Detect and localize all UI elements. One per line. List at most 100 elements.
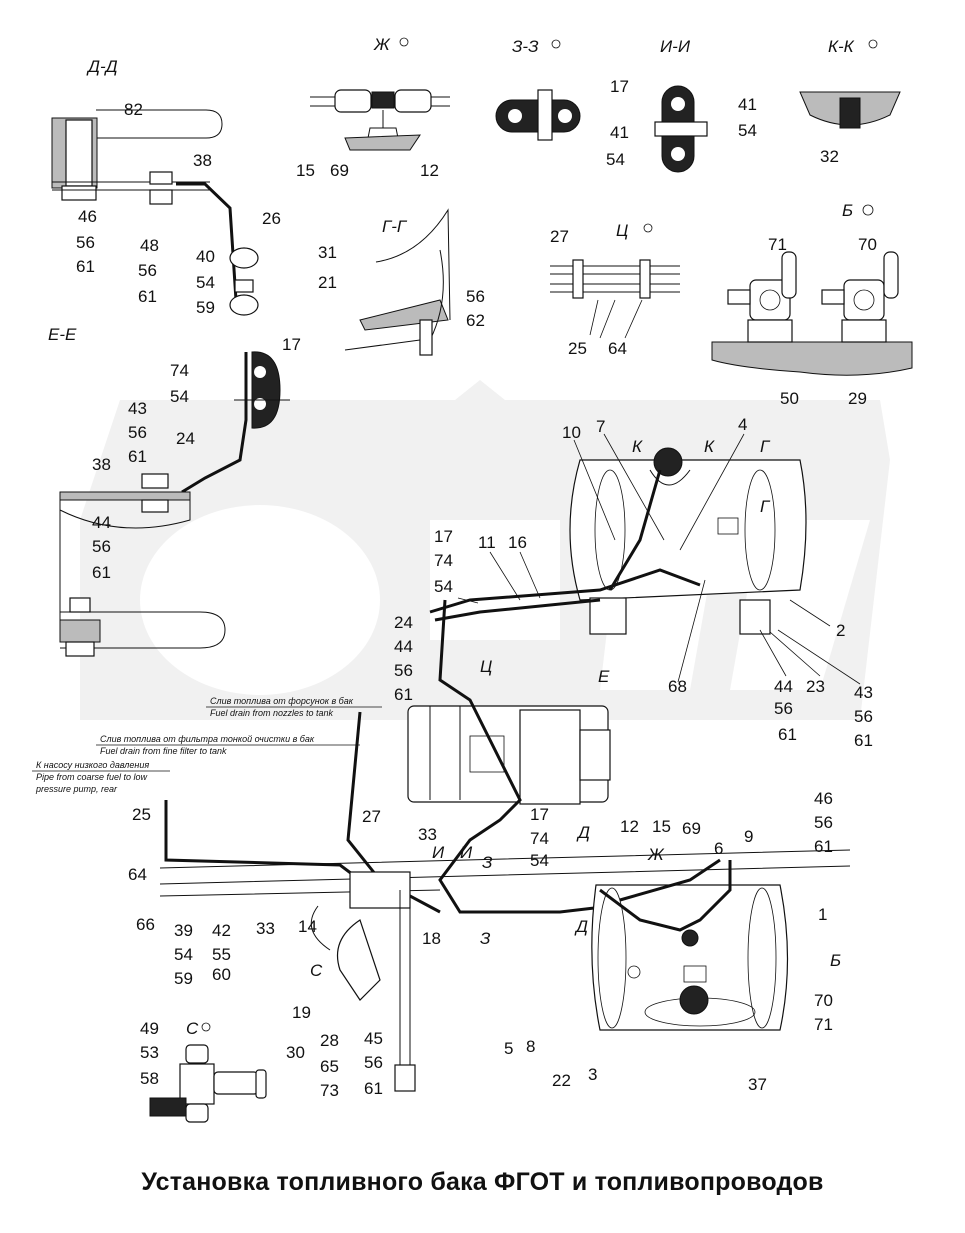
label-24: 24	[394, 613, 413, 632]
section-b-title: Б	[842, 201, 853, 220]
marker-d2: Д	[574, 917, 588, 936]
label-25: 25	[132, 805, 151, 824]
label-17: 17	[282, 335, 301, 354]
label-54: 54	[738, 121, 757, 140]
note-pump-ru: К насосу низкого давления	[36, 760, 149, 770]
label-64: 64	[608, 339, 627, 358]
label-27: 27	[362, 807, 381, 826]
label-61: 61	[128, 447, 147, 466]
label-38: 38	[193, 151, 212, 170]
marker-i2: И	[460, 843, 473, 862]
label-74: 74	[170, 361, 189, 380]
label-3: 3	[588, 1065, 597, 1084]
lower-pipes-and-frame	[159, 599, 851, 1092]
lower-fuel-tank	[591, 858, 789, 1031]
label-6: 6	[714, 839, 723, 858]
marker-g1: Г	[760, 437, 771, 456]
label-10: 10	[562, 423, 581, 442]
label-60: 60	[212, 965, 231, 984]
marker-b: Б	[830, 951, 841, 970]
section-gg-title: Г-Г	[382, 217, 408, 236]
label-37: 37	[748, 1075, 767, 1094]
label-27: 27	[550, 227, 569, 246]
label-5: 5	[504, 1039, 513, 1058]
label-46: 46	[814, 789, 833, 808]
label-61: 61	[92, 563, 111, 582]
label-61: 61	[364, 1079, 383, 1098]
label-43: 43	[854, 683, 873, 702]
marker-zh: Ж	[647, 845, 665, 864]
note-filter-ru: Слив топлива от фильтра тонкой очистки в…	[100, 734, 315, 744]
label-29: 29	[848, 389, 867, 408]
note-nozzles-ru: Слив топлива от форсунок в бак	[210, 696, 354, 706]
section-gg: Г-Г	[344, 208, 451, 356]
section-zz-title: З-З	[512, 37, 539, 56]
label-56: 56	[92, 537, 111, 556]
label-61: 61	[854, 731, 873, 750]
label-39: 39	[174, 921, 193, 940]
label-44: 44	[92, 513, 111, 532]
label-69: 69	[682, 819, 701, 838]
label-71: 71	[768, 235, 787, 254]
label-56: 56	[854, 707, 873, 726]
label-61: 61	[138, 287, 157, 306]
section-zz: З-З	[495, 37, 581, 141]
marker-s: С	[310, 961, 323, 980]
label-45: 45	[364, 1029, 383, 1048]
section-zh: Ж	[310, 35, 450, 151]
label-44: 44	[394, 637, 413, 656]
label-25: 25	[568, 339, 587, 358]
label-24: 24	[176, 429, 195, 448]
section-kk: К-К	[799, 37, 901, 129]
label-58: 58	[140, 1069, 159, 1088]
section-ts-title: Ц	[616, 221, 628, 240]
note-pump-en1: Pipe from coarse fuel to low	[36, 772, 148, 782]
label-17: 17	[434, 527, 453, 546]
label-7: 7	[596, 417, 605, 436]
note-pump-en2: pressure pump, rear	[35, 784, 118, 794]
label-17: 17	[530, 805, 549, 824]
section-b: Б	[711, 201, 913, 376]
label-56: 56	[364, 1053, 383, 1072]
label-54: 54	[530, 851, 549, 870]
marker-k2: К	[704, 437, 715, 456]
marker-e: Е	[598, 667, 610, 686]
label-49: 49	[140, 1019, 159, 1038]
label-59: 59	[174, 969, 193, 988]
label-70: 70	[858, 235, 877, 254]
label-19: 19	[292, 1003, 311, 1022]
label-61: 61	[778, 725, 797, 744]
label-82: 82	[124, 100, 143, 119]
label-71: 71	[814, 1015, 833, 1034]
diagram-caption: Установка топливного бака ФГОТ и топливо…	[141, 1168, 824, 1196]
marker-g2: Г	[760, 497, 771, 516]
label-69: 69	[330, 161, 349, 180]
label-42: 42	[212, 921, 231, 940]
label-65: 65	[320, 1057, 339, 1076]
section-ee-title: Е-Е	[48, 325, 77, 344]
section-dd-title: Д-Д	[86, 57, 118, 76]
upper-fuel-tank	[429, 447, 807, 635]
label-43: 43	[128, 399, 147, 418]
label-61: 61	[76, 257, 95, 276]
label-54: 54	[606, 150, 625, 169]
label-21: 21	[318, 273, 337, 292]
section-dd: Д-Д	[51, 57, 259, 316]
label-64: 64	[128, 865, 147, 884]
marker-z2: З	[480, 929, 491, 948]
section-kk-title: К-К	[828, 37, 855, 56]
label-54: 54	[170, 387, 189, 406]
marker-k1: К	[632, 437, 643, 456]
label-56: 56	[138, 261, 157, 280]
label-56: 56	[128, 423, 147, 442]
section-ts: Ц	[550, 221, 680, 299]
label-59: 59	[196, 298, 215, 317]
marker-z1: З	[482, 853, 493, 872]
label-56: 56	[394, 661, 413, 680]
label-40: 40	[196, 247, 215, 266]
label-70: 70	[814, 991, 833, 1010]
label-61: 61	[394, 685, 413, 704]
section-s-title: С	[186, 1019, 199, 1038]
label-11: 11	[478, 533, 496, 552]
label-41: 41	[738, 95, 757, 114]
